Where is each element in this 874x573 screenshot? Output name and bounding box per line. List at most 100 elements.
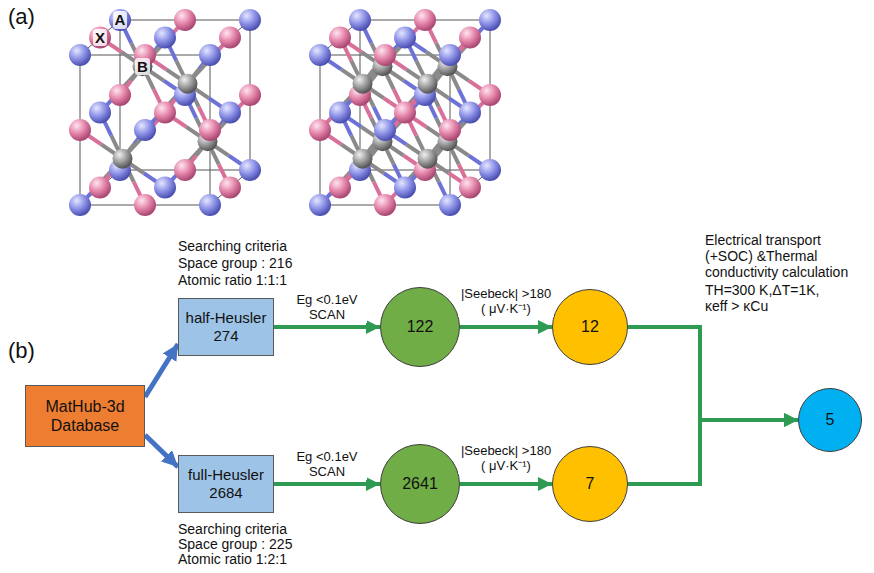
edge-label: Eg <0.1eV SCAN — [287, 449, 367, 480]
atom — [394, 177, 416, 199]
atom — [374, 44, 396, 66]
atom — [459, 177, 481, 199]
count-circle: 2641 — [380, 444, 460, 524]
flow-arrow — [274, 325, 380, 329]
atom — [394, 27, 416, 49]
atom — [154, 177, 176, 199]
atom — [219, 27, 241, 49]
atom — [89, 27, 111, 49]
atom — [418, 74, 438, 94]
atom-label: X — [93, 29, 107, 46]
node-text: 7 — [586, 474, 595, 493]
atom — [374, 194, 396, 216]
edge-label: |Seebeck| >180 ( μV·K⁻¹) — [458, 443, 554, 474]
atom — [349, 9, 371, 31]
annotation: κeff > κCu — [705, 298, 768, 314]
atom — [174, 9, 196, 31]
flow-arrow — [628, 420, 798, 484]
atom — [439, 119, 461, 141]
atom — [89, 102, 111, 124]
flow-arrow — [628, 327, 798, 420]
atom — [309, 119, 331, 141]
annotation: Atomic ratio 1:1:1 — [178, 272, 287, 288]
annotation: Space group : 216 — [178, 255, 292, 271]
edge-label: Eg <0.1eV SCAN — [287, 292, 367, 323]
atom — [69, 44, 91, 66]
annotation: Electrical transport — [705, 232, 821, 248]
edge-label: |Seebeck| >180 ( μV·K⁻¹) — [458, 286, 554, 317]
atom — [89, 177, 111, 199]
atom — [329, 27, 351, 49]
atom — [459, 102, 481, 124]
node-text: 122 — [407, 317, 434, 336]
atom — [199, 44, 221, 66]
atom — [199, 119, 221, 141]
atom — [353, 74, 373, 94]
atom — [439, 194, 461, 216]
annotation: (+SOC) &Thermal — [705, 248, 817, 264]
atom — [109, 9, 131, 31]
process-box: MatHub-3d Database — [25, 385, 145, 447]
atom — [309, 44, 331, 66]
annotation: Space group : 225 — [178, 536, 292, 552]
count-circle: 122 — [380, 287, 460, 367]
atom — [479, 159, 501, 181]
atom — [329, 177, 351, 199]
annotation: Searching criteria — [178, 521, 287, 537]
node-text: full-Heusler — [188, 466, 264, 484]
annotation: Searching criteria — [178, 238, 287, 254]
annotation: conductivity calculation — [705, 264, 848, 280]
atom — [239, 84, 261, 106]
atom — [219, 102, 241, 124]
atom — [239, 159, 261, 181]
node-text: 5 — [826, 410, 835, 429]
atom — [134, 194, 156, 216]
process-box: half-Heusler274 — [178, 298, 274, 356]
atom — [199, 194, 221, 216]
crystal-cell — [309, 9, 501, 216]
atom — [329, 102, 351, 124]
atom — [133, 56, 153, 76]
atom — [459, 27, 481, 49]
flow-arrow — [460, 482, 552, 486]
atom — [353, 149, 373, 169]
flow-arrow — [145, 435, 178, 467]
node-text: 12 — [581, 317, 599, 336]
atom — [418, 149, 438, 169]
atom — [479, 9, 501, 31]
atom — [69, 119, 91, 141]
atom — [219, 177, 241, 199]
count-circle: 7 — [552, 446, 628, 522]
node-text: half-Heusler — [186, 309, 267, 327]
count-circle: 12 — [552, 289, 628, 365]
flow-arrow — [274, 482, 380, 486]
atom — [239, 9, 261, 31]
atom — [414, 9, 436, 31]
node-text: 2684 — [209, 484, 242, 502]
atom — [134, 119, 156, 141]
atom — [69, 194, 91, 216]
process-box: full-Heusler2684 — [178, 455, 274, 513]
atom — [109, 84, 131, 106]
atom — [174, 159, 196, 181]
atom — [154, 27, 176, 49]
count-circle: 5 — [798, 388, 862, 452]
atom-label: A — [113, 11, 128, 28]
atom — [439, 44, 461, 66]
node-text: 2641 — [402, 474, 438, 493]
atom — [178, 74, 198, 94]
panel-label: (a) — [8, 4, 35, 29]
panel-label: (b) — [8, 338, 35, 363]
crystal-cell — [69, 9, 261, 216]
flow-arrow — [460, 325, 552, 329]
flow-arrow — [145, 344, 178, 397]
annotation: TH=300 K,ΔT=1K, — [705, 282, 819, 298]
atom — [374, 119, 396, 141]
atom-label: B — [135, 58, 150, 75]
node-text: 274 — [213, 327, 238, 345]
atom — [113, 149, 133, 169]
annotation: Atomic ratio 1:2:1 — [178, 551, 287, 567]
atom — [309, 194, 331, 216]
node-text: MatHub-3d Database — [40, 397, 130, 435]
